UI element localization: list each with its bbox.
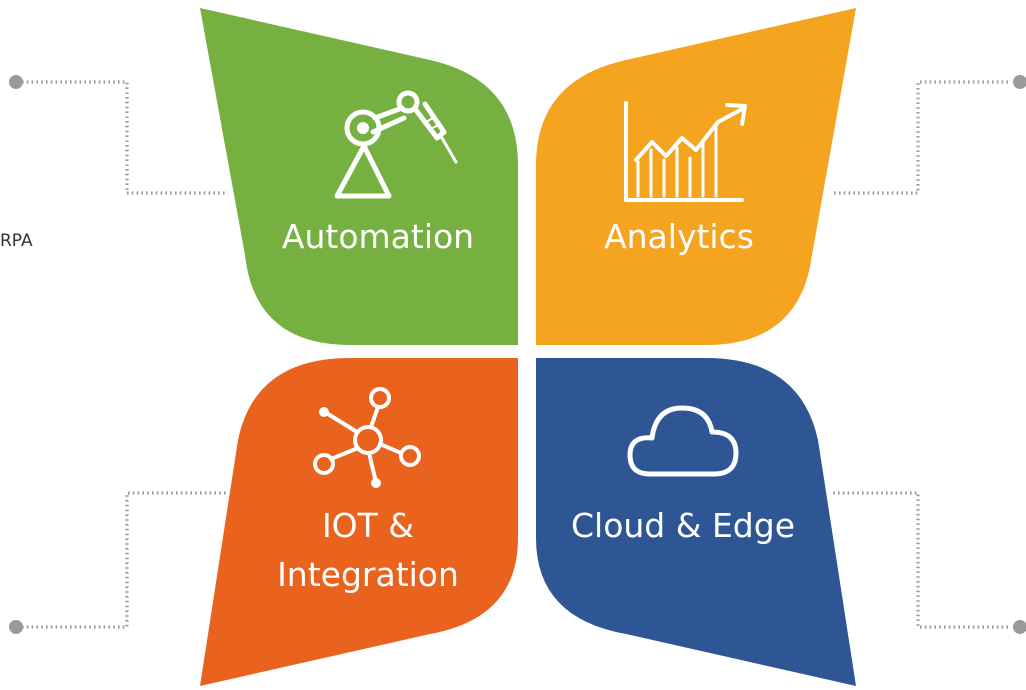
network-hub-icon bbox=[313, 387, 421, 488]
petal-iot: IOT & Integration bbox=[200, 358, 518, 686]
petal-automation: Automation bbox=[200, 8, 518, 345]
petal-analytics: Analytics bbox=[536, 8, 856, 345]
connector-node-analytics bbox=[1013, 75, 1026, 89]
petal-cloud: Cloud & Edge bbox=[536, 358, 856, 686]
petal-iot-label-line1: IOT & bbox=[322, 506, 414, 545]
connector-node-iot bbox=[9, 620, 23, 634]
petal-automation-label: Automation bbox=[282, 217, 474, 256]
robot-arm-icon bbox=[334, 90, 458, 199]
connector-automation bbox=[9, 75, 228, 195]
petal-analytics-shape bbox=[536, 8, 856, 345]
growth-chart-icon bbox=[624, 101, 747, 202]
petal-analytics-label: Analytics bbox=[604, 217, 754, 256]
side-text-rpa: RPA bbox=[0, 231, 33, 251]
petal-cloud-label: Cloud & Edge bbox=[571, 506, 795, 545]
connector-cloud bbox=[832, 491, 1026, 634]
petal-iot-shape bbox=[200, 358, 518, 686]
connector-iot bbox=[9, 491, 228, 634]
connector-analytics bbox=[832, 75, 1026, 195]
petal-cloud-shape bbox=[536, 358, 856, 686]
connector-node-automation bbox=[9, 75, 23, 89]
cloud-icon bbox=[627, 405, 739, 477]
connector-node-cloud bbox=[1013, 620, 1026, 634]
petal-automation-shape bbox=[200, 8, 518, 345]
petal-iot-label-line2: Integration bbox=[277, 555, 459, 594]
